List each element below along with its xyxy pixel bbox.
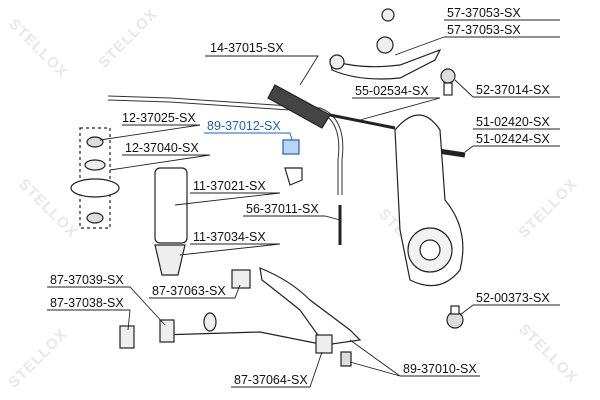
part-label-57-37053[interactable]: 57-37053-SX [447,23,521,37]
part-label-89-37012-highlighted[interactable]: 89-37012-SX [207,119,281,133]
strut-mount [70,127,120,229]
part-label-89-37010[interactable]: 89-37010-SX [403,362,477,376]
part-label-87-37063[interactable]: 87-37063-SX [152,284,226,298]
steering-boot [267,84,396,130]
part-label-52-00373[interactable]: 52-00373-SX [476,291,550,305]
part-label-51-02424[interactable]: 51-02424-SX [476,132,550,146]
nut [340,351,352,367]
ball-joint-upper [440,68,456,96]
bushing [159,319,175,343]
part-label-11-37034[interactable]: 11-37034-SX [193,230,266,244]
part-label-12-37025[interactable]: 12-37025-SX [122,111,196,125]
bushing-bracket [284,167,303,186]
dust-boot [154,167,188,244]
part-label-51-02420[interactable]: 51-02420-SX [476,115,550,129]
part-label-12-37040[interactable]: 12-37040-SX [125,141,199,155]
bushing [315,334,333,354]
ball-joint-lower [446,305,464,329]
upper-arm [329,8,442,80]
part-label-14-37015[interactable]: 14-37015-SX [210,41,284,55]
part-label-87-37039[interactable]: 87-37039-SX [50,273,124,287]
lower-arm [159,267,362,346]
bushing [119,325,135,349]
part-label-87-37064[interactable]: 87-37064-SX [234,373,308,387]
part-label-57-37053[interactable]: 57-37053-SX [447,6,521,20]
steering-knuckle [394,114,464,287]
part-label-52-37014[interactable]: 52-37014-SX [476,83,550,97]
bushing [231,269,251,289]
part-label-11-37021[interactable]: 11-37021-SX [193,179,266,193]
part-label-56-37011[interactable]: 56-37011-SX [246,202,319,216]
part-label-87-37038[interactable]: 87-37038-SX [50,296,124,310]
washer [203,312,217,332]
part-label-55-02534[interactable]: 55-02534-SX [355,84,429,98]
bump-stop [154,244,186,276]
stabilizer-bushing [282,139,300,155]
leader-lines [47,19,560,388]
